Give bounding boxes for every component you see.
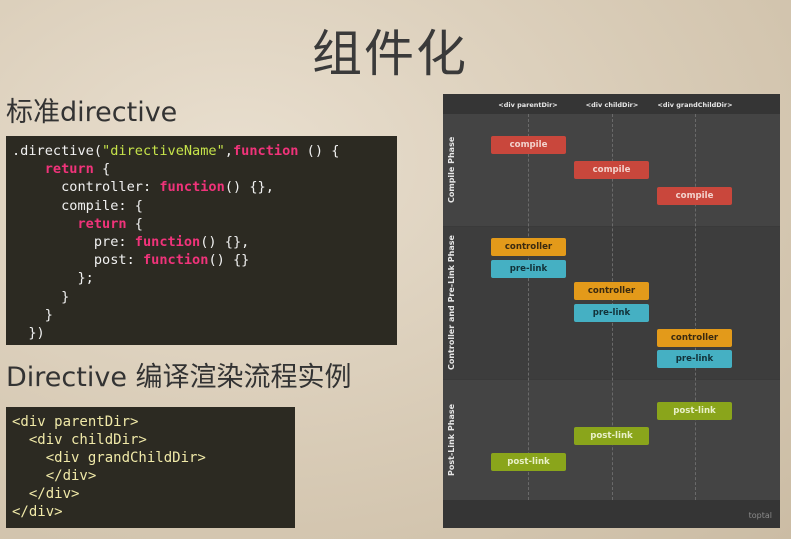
compile-box-grandchilddir: compile [657, 187, 732, 205]
column-header-grandchilddir: <div grandChildDir> [657, 101, 733, 109]
html-markup-code-block: <div parentDir> <div childDir> <div gran… [6, 407, 295, 528]
diagram-header [443, 94, 780, 114]
markup-line: </div> [12, 486, 80, 502]
code-text: }; [77, 270, 94, 287]
directive-code-block: .directive("directiveName",function () {… [6, 136, 397, 345]
code-text: () { [298, 143, 340, 159]
column-header-parentdir: <div parentDir> [498, 101, 558, 109]
slide-title: 组件化 [312, 25, 468, 83]
code-keyword: return [77, 215, 127, 232]
code-text: } [61, 288, 70, 305]
prelink-box-grandchilddir: pre-link [657, 350, 732, 368]
column-divider [528, 114, 529, 500]
code-text: () {}, [224, 179, 274, 196]
toptal-logo: toptal [748, 511, 772, 520]
diagram-footer [443, 500, 780, 528]
code-keyword: function [159, 179, 225, 196]
code-text: } [44, 306, 53, 323]
postlink-box-childdir: post-link [574, 427, 649, 445]
phase-label-compile: Compile Phase [447, 136, 456, 204]
postlink-box-grandchilddir: post-link [657, 402, 732, 420]
controller-box-parentdir: controller [491, 238, 566, 256]
postlink-box-parentdir: post-link [491, 453, 566, 471]
code-text: pre: [93, 234, 135, 251]
code-text: }) [28, 325, 45, 342]
prelink-box-childdir: pre-link [574, 304, 649, 322]
prelink-box-parentdir: pre-link [491, 260, 566, 278]
code-string: "directiveName" [102, 143, 225, 159]
code-text: .directive( [12, 143, 103, 159]
markup-line: <div grandChildDir> [12, 450, 206, 466]
code-text: { [93, 161, 111, 178]
compile-box-parentdir: compile [491, 136, 566, 154]
controller-box-grandchilddir: controller [657, 329, 732, 347]
code-text: () {} [208, 252, 250, 269]
directive-lifecycle-diagram: <div parentDir> <div childDir> <div gran… [443, 94, 780, 528]
phase-label-postlink: Post-Link Phase [447, 403, 456, 477]
controller-box-childdir: controller [574, 282, 649, 300]
column-header-childdir: <div childDir> [585, 101, 639, 109]
code-keyword: return [44, 161, 94, 178]
section-heading-compile-render-example: Directive 编译渲染流程实例 [6, 362, 352, 393]
code-text: () {}, [200, 234, 250, 251]
column-divider [695, 114, 696, 500]
code-text: post: [93, 252, 143, 269]
markup-line: <div childDir> [12, 432, 147, 448]
compile-box-childdir: compile [574, 161, 649, 179]
code-keyword: function [142, 252, 209, 269]
code-text: compile: { [61, 197, 143, 214]
markup-line: </div> [12, 504, 63, 520]
code-text: , [224, 143, 233, 159]
markup-line: <div parentDir> [12, 414, 139, 430]
code-text: { [126, 215, 143, 232]
section-heading-standard-directive: 标准directive [6, 97, 178, 128]
code-text: controller: [61, 179, 160, 196]
phase-label-controller-prelink: Controller and Pre-Link Phase [447, 235, 456, 371]
code-keyword: function [134, 234, 201, 251]
markup-line: </div> [12, 468, 97, 484]
code-keyword: function [232, 143, 299, 159]
